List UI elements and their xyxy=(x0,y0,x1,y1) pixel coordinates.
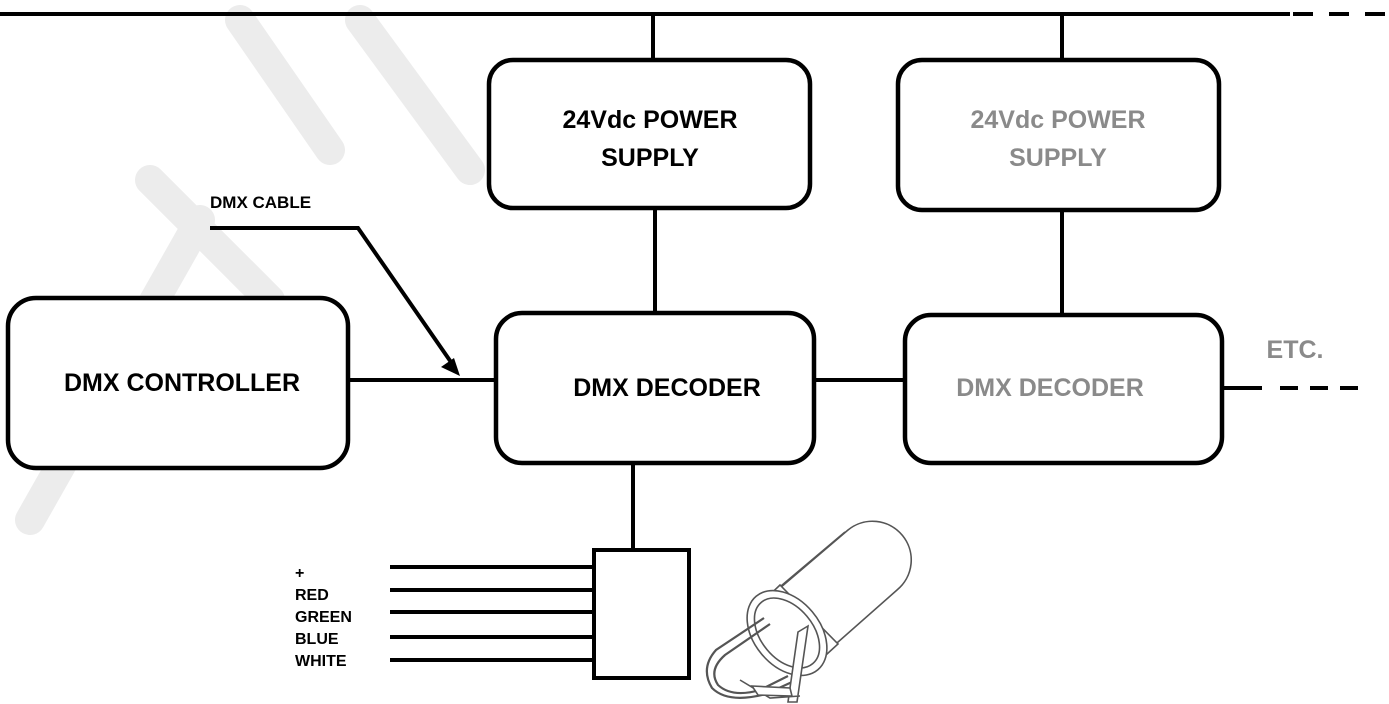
arrowhead-icon xyxy=(441,358,460,376)
dmx-controller: DMX CONTROLLER xyxy=(5,295,351,471)
dmx-controller-label: DMX CONTROLLER xyxy=(64,369,300,397)
dmx-decoder-1: DMX DECODER xyxy=(493,310,817,466)
dmx-cable-label: DMX CABLE xyxy=(210,193,311,212)
power-supply-1: 24Vdc POWER SUPPLY xyxy=(486,57,813,211)
etc-label: ETC. xyxy=(1267,336,1324,364)
wire-label-plus: + xyxy=(295,565,304,582)
dmx-decoder-1-label: DMX DECODER xyxy=(573,374,761,402)
junction-box xyxy=(592,548,691,680)
dmx-decoder-2-label: DMX DECODER xyxy=(956,374,1144,402)
wire-label-green: GREEN xyxy=(295,609,352,626)
power-supply-1-line1: 24Vdc POWER xyxy=(562,106,737,134)
power-supply-2: 24Vdc POWER SUPPLY xyxy=(895,57,1222,213)
wire-labels: + RED GREEN BLUE WHITE xyxy=(295,565,352,670)
power-supply-2-line1: 24Vdc POWER xyxy=(970,106,1145,134)
output-wires xyxy=(390,565,594,662)
dmx-cable-pointer xyxy=(210,226,460,376)
spotlight-fixture-icon xyxy=(705,520,913,703)
power-supply-1-line2: SUPPLY xyxy=(601,144,699,172)
dmx-decoder-2: DMX DECODER xyxy=(902,312,1225,466)
power-supply-2-line2: SUPPLY xyxy=(1009,144,1107,172)
wire-label-red: RED xyxy=(295,587,329,604)
wire-label-blue: BLUE xyxy=(295,631,339,648)
wire-label-white: WHITE xyxy=(295,653,347,670)
